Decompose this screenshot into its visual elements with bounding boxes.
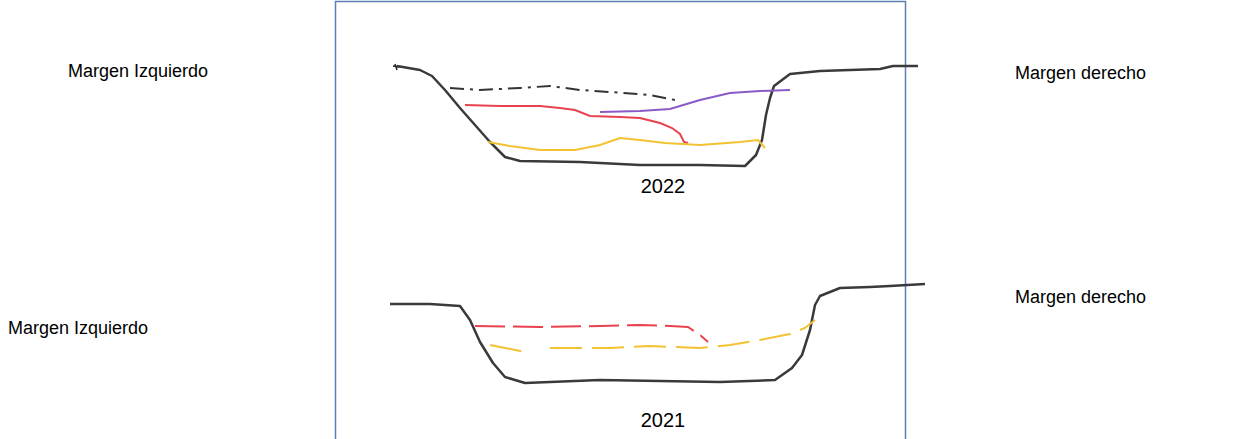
year-label: 2021 [641,408,686,432]
year-label: 2022 [641,174,686,198]
terrain-2021 [390,284,925,383]
water-level-yellow-dashed [490,320,815,353]
water-level-red [465,105,688,143]
terrain-2022 [397,66,918,166]
water-level-yellow [488,138,765,150]
bank-label: Margen derecho [1015,287,1146,309]
water-level-purple [600,90,790,112]
bank-label: Margen Izquierdo [8,318,148,340]
bank-label: Margen Izquierdo [68,61,208,83]
bank-label: Margen derecho [1015,63,1146,85]
water-level-red-dashed [475,325,708,342]
frame [336,2,906,439]
water-level-dashed [450,86,680,101]
